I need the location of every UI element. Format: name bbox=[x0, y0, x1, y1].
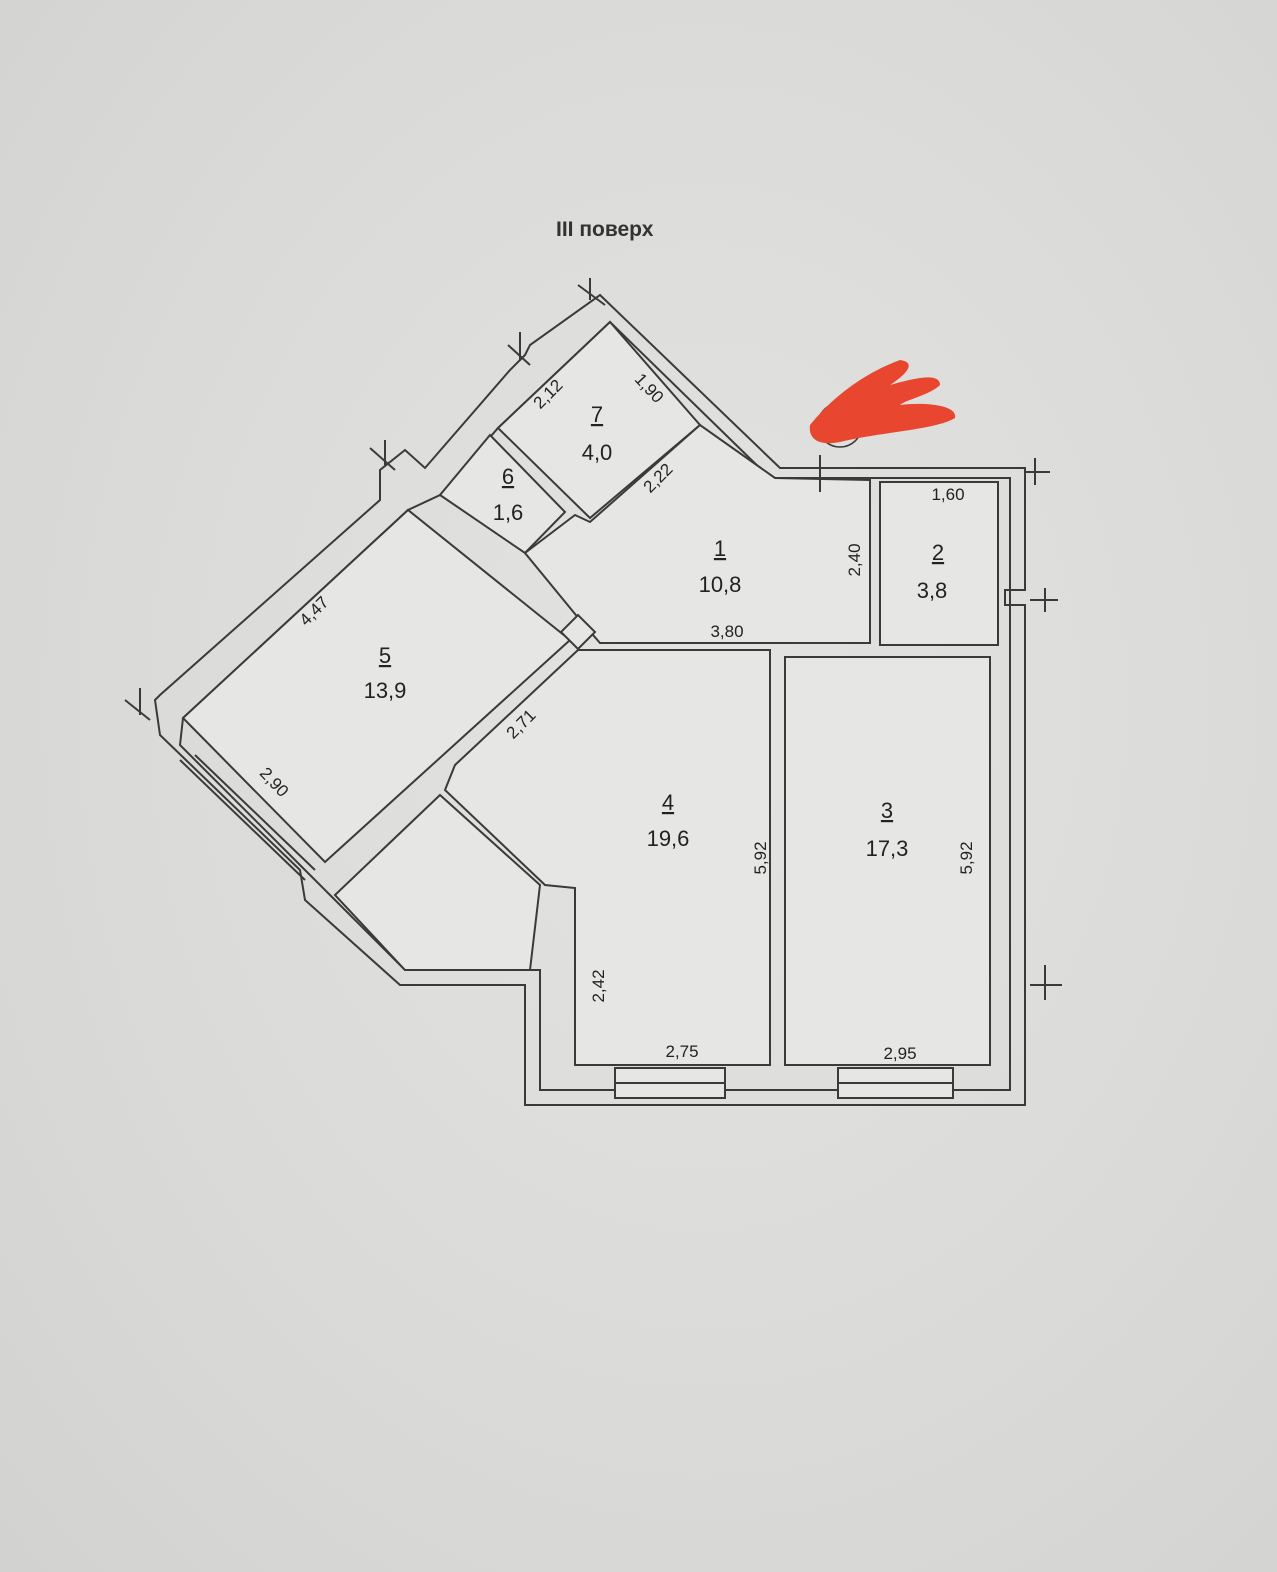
room-2 bbox=[879, 481, 999, 646]
redaction-scribble bbox=[809, 360, 956, 444]
dim-r4-b: 2,42 bbox=[589, 969, 608, 1002]
dim-r3-w: 2,95 bbox=[883, 1044, 916, 1063]
room-2-number: 2 bbox=[932, 540, 944, 565]
room-6 bbox=[438, 433, 567, 555]
room-3-area: 17,3 bbox=[866, 836, 909, 861]
room-5-number: 5 bbox=[379, 643, 391, 668]
room-4 bbox=[443, 649, 771, 1066]
room-4-number: 4 bbox=[662, 790, 674, 815]
dim-r2-w: 1,60 bbox=[931, 485, 964, 504]
room-6-number: 6 bbox=[502, 464, 514, 489]
room-4-area: 19,6 bbox=[647, 826, 690, 851]
room-3-number: 3 bbox=[881, 798, 893, 823]
room-1-number: 1 bbox=[714, 536, 726, 561]
dim-r3-h: 5,92 bbox=[957, 841, 976, 874]
floor-title: III поверх bbox=[556, 218, 654, 241]
room-7-number: 7 bbox=[591, 402, 603, 427]
dim-r1-h: 2,40 bbox=[845, 543, 864, 576]
room-3 bbox=[784, 656, 991, 1066]
dim-r4-h: 5,92 bbox=[751, 841, 770, 874]
dim-r1-w: 3,80 bbox=[710, 622, 743, 641]
outer-wall bbox=[153, 293, 1026, 1106]
dim-r4-w: 2,75 bbox=[665, 1042, 698, 1061]
room-2-area: 3,8 bbox=[917, 578, 948, 603]
room-5-area: 13,9 bbox=[364, 678, 407, 703]
room-7-area: 4,0 bbox=[582, 440, 613, 465]
balcony bbox=[333, 793, 542, 971]
inner-wall-line bbox=[178, 320, 1011, 1091]
window-room-5 bbox=[179, 754, 316, 881]
room-1-area: 10,8 bbox=[699, 572, 742, 597]
window-room-3 bbox=[837, 1067, 954, 1099]
window-room-4 bbox=[614, 1067, 726, 1099]
door-node bbox=[559, 613, 597, 651]
room-6-area: 1,6 bbox=[493, 500, 524, 525]
dimension-ticks bbox=[124, 278, 1062, 1000]
